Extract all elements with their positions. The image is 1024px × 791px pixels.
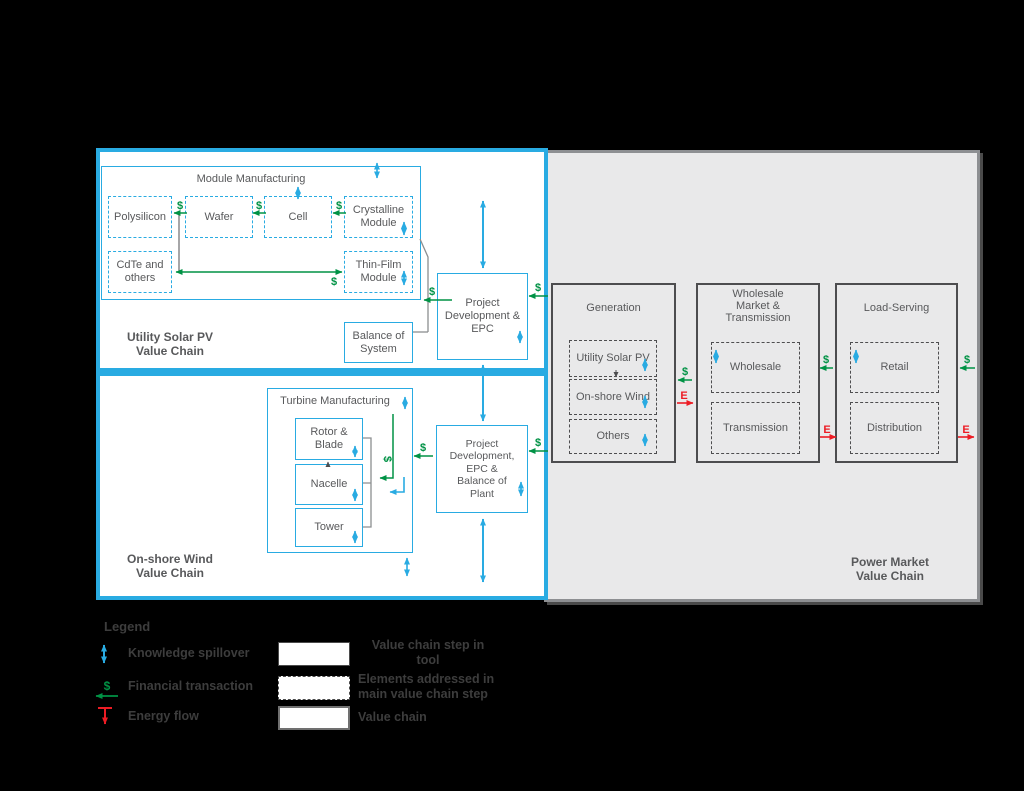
wind-panel-label: On-shore Wind Value Chain — [127, 552, 213, 580]
legend-financial-transaction-icon: $ — [95, 679, 118, 699]
generation-utility-solar-pv-box: Utility Solar PV — [569, 340, 657, 377]
legend-swatch-value-chain — [278, 706, 350, 730]
wafer-box: Wafer — [185, 196, 253, 238]
dollar-symbol: $ — [104, 679, 111, 693]
thin-film-module-box: Thin-Film Module — [344, 251, 413, 293]
transmission-box: Transmission — [711, 402, 800, 454]
module-manufacturing-label: Module Manufacturing — [196, 173, 306, 185]
generation-title: Generation — [586, 302, 641, 314]
legend-energy-flow-icon — [98, 707, 112, 725]
legend-swatch-elements-addressed — [278, 676, 350, 700]
polysilicon-box: Polysilicon — [108, 196, 172, 238]
solar-panel-label: Utility Solar PV Value Chain — [126, 330, 214, 358]
wholesale-box: Wholesale — [711, 342, 800, 393]
load-serving-box — [835, 283, 958, 463]
legend-knowledge-spillover-label: Knowledge spillover — [128, 646, 250, 660]
rotor-blade-box: Rotor & Blade — [295, 418, 363, 460]
generation-onshore-wind-box: On-shore Wind — [569, 379, 657, 415]
legend-elements-addressed-label: Elements addressed in main value chain s… — [358, 672, 495, 701]
legend-value-chain-step-label: Value chain step in tool — [371, 638, 485, 667]
cdte-others-box: CdTe and others — [108, 251, 172, 293]
legend-title: Legend — [104, 619, 151, 634]
nacelle-box: Nacelle — [295, 464, 363, 505]
crystalline-module-box: Crystalline Module — [344, 196, 413, 238]
turbine-manufacturing-label: Turbine Manufacturing — [280, 395, 390, 407]
legend-swatch-value-chain-step — [278, 642, 350, 666]
cell-box: Cell — [264, 196, 332, 238]
retail-box: Retail — [850, 342, 939, 393]
balance-of-system-box: Balance of System — [344, 322, 413, 363]
tower-box: Tower — [295, 508, 363, 547]
power-market-label: Power Market Value Chain — [850, 555, 930, 583]
distribution-box: Distribution — [850, 402, 939, 454]
generation-box — [551, 283, 676, 463]
wholesale-market-transmission-box — [696, 283, 820, 463]
legend-financial-transaction-label: Financial transaction — [128, 679, 254, 693]
wholesale-market-transmission-title: Wholesale Market & Transmission — [725, 288, 791, 324]
legend-value-chain-label: Value chain — [358, 710, 427, 724]
wind-project-development-box: Project Development, EPC & Balance of Pl… — [436, 425, 528, 513]
load-serving-title: Load-Serving — [863, 302, 930, 314]
generation-others-box: Others — [569, 419, 657, 454]
solar-project-development-box: Project Development & EPC — [437, 273, 528, 360]
legend-energy-flow-label: Energy flow — [128, 709, 199, 723]
